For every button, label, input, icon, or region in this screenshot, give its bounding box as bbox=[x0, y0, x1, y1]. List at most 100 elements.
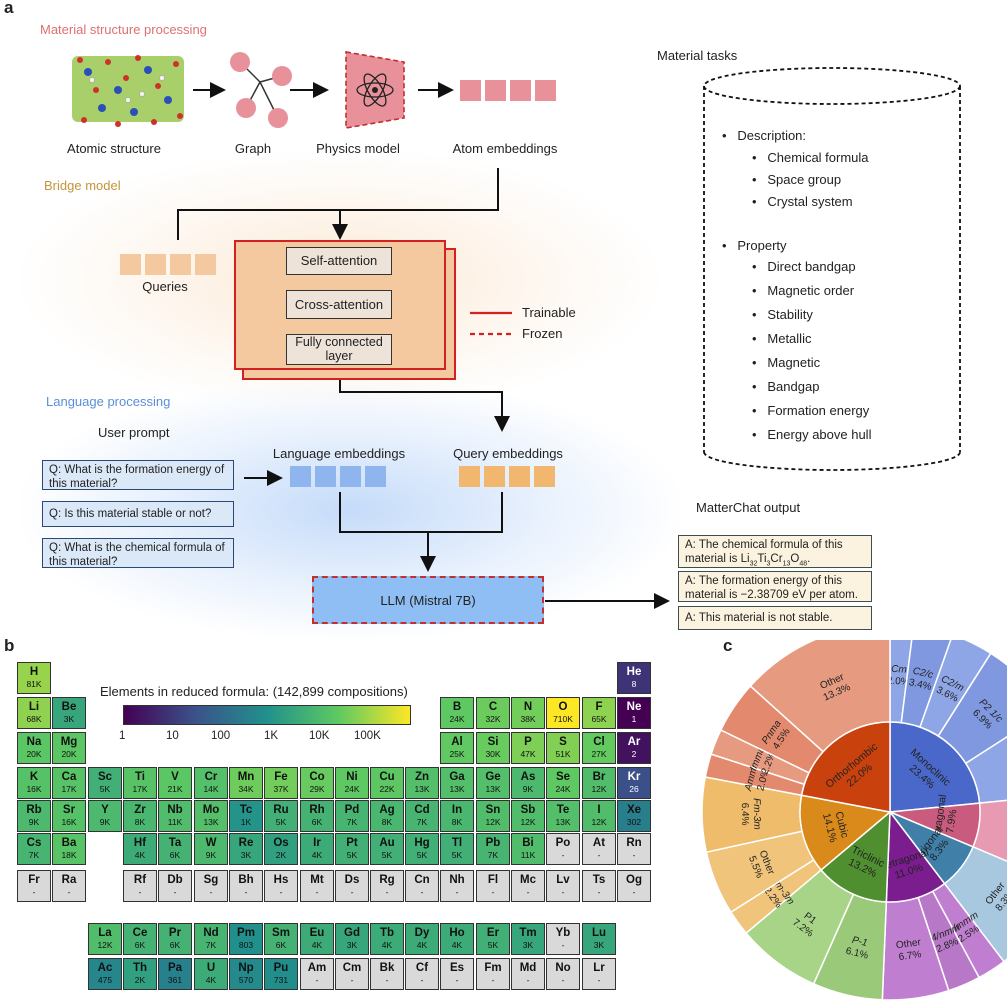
element-count: 361 bbox=[167, 974, 183, 985]
element-count: 11K bbox=[520, 849, 536, 860]
element-count: 14K bbox=[203, 783, 219, 794]
element-symbol: Am bbox=[307, 962, 327, 974]
element-count: 4K bbox=[311, 849, 323, 860]
element-count: - bbox=[597, 849, 601, 860]
task-item-label: Direct bandgap bbox=[767, 259, 856, 274]
element-symbol: Bk bbox=[379, 962, 395, 974]
element-symbol: Pt bbox=[346, 837, 358, 849]
element-count: 803 bbox=[238, 939, 254, 950]
element-count: 12K bbox=[591, 816, 607, 827]
element-symbol: B bbox=[452, 701, 462, 713]
element-cell-ra: Ra- bbox=[52, 870, 86, 902]
task-item: • Space group bbox=[752, 172, 842, 187]
element-symbol: Ge bbox=[485, 771, 501, 783]
element-count: 51K bbox=[555, 748, 571, 759]
element-count: 29K bbox=[309, 783, 325, 794]
element-count: - bbox=[491, 886, 495, 897]
answer-chemical-formula: A: The chemical formula of this material… bbox=[678, 535, 872, 568]
query-embedding-token bbox=[459, 466, 480, 487]
element-count: 1K bbox=[240, 816, 252, 827]
element-cell-rg: Rg- bbox=[370, 870, 404, 902]
element-cell-bh: Bh- bbox=[229, 870, 263, 902]
element-count: 5K bbox=[487, 939, 499, 950]
element-count: 3K bbox=[346, 939, 358, 950]
element-count: - bbox=[597, 886, 601, 897]
element-count: 7K bbox=[416, 816, 428, 827]
element-symbol: Mt bbox=[310, 874, 324, 886]
element-count: 12K bbox=[97, 939, 113, 950]
element-cell-fr: Fr- bbox=[17, 870, 51, 902]
task-item: • Chemical formula bbox=[752, 150, 869, 165]
element-count: 2K bbox=[275, 849, 287, 860]
element-count: 16K bbox=[26, 783, 42, 794]
element-count: 7K bbox=[487, 849, 499, 860]
element-cell-og: Og- bbox=[617, 870, 651, 902]
element-cell-lr: Lr- bbox=[582, 958, 616, 990]
crystal-system-segment bbox=[889, 721, 981, 813]
cross-attention-block: Cross-attention bbox=[286, 290, 392, 319]
space-group-name: C2/c bbox=[912, 666, 935, 681]
element-count: 710K bbox=[553, 713, 573, 724]
space-group-name: Cm bbox=[891, 664, 907, 676]
crystal-system-pct: 7.9% bbox=[944, 809, 959, 834]
element-symbol: Cs bbox=[26, 837, 42, 849]
element-count: 16K bbox=[61, 816, 77, 827]
element-symbol: Ac bbox=[97, 962, 113, 974]
element-symbol: Li bbox=[28, 701, 40, 713]
pipeline-connectors bbox=[177, 82, 670, 609]
element-count: 3K bbox=[593, 939, 605, 950]
element-cell-ts: Ts- bbox=[582, 870, 616, 902]
element-count: 5K bbox=[275, 816, 287, 827]
element-symbol: Cd bbox=[414, 804, 430, 816]
element-symbol: I bbox=[597, 804, 601, 816]
task-item-label: Chemical formula bbox=[767, 150, 869, 165]
space-group-pct: 2.0% bbox=[755, 767, 771, 792]
material-tasks-cylinder bbox=[703, 67, 961, 471]
element-count: - bbox=[597, 974, 601, 985]
element-cell-no: No- bbox=[546, 958, 580, 990]
element-symbol: Ag bbox=[379, 804, 395, 816]
element-symbol: Cu bbox=[379, 771, 395, 783]
element-count: 9K bbox=[205, 849, 217, 860]
element-count: 2K bbox=[134, 974, 146, 985]
element-symbol: Zr bbox=[134, 804, 146, 816]
element-symbol: Bh bbox=[238, 874, 254, 886]
element-cell-mc: Mc- bbox=[511, 870, 545, 902]
element-symbol: Hf bbox=[133, 837, 147, 849]
element-symbol: La bbox=[98, 927, 112, 939]
task-item: • Crystal system bbox=[752, 194, 853, 209]
space-group-name: P-1 bbox=[851, 935, 869, 949]
element-symbol: Db bbox=[167, 874, 183, 886]
element-symbol: Lv bbox=[556, 874, 570, 886]
element-cell-md: Md- bbox=[511, 958, 545, 990]
query-token bbox=[170, 254, 191, 275]
element-symbol: Os bbox=[273, 837, 289, 849]
element-symbol: C bbox=[488, 701, 498, 713]
language-embedding-token bbox=[340, 466, 361, 487]
element-count: 18K bbox=[61, 849, 77, 860]
crystal-system-segment bbox=[820, 810, 891, 903]
element-symbol: Ra bbox=[61, 874, 77, 886]
element-count: 4K bbox=[134, 849, 146, 860]
element-symbol: N bbox=[523, 701, 533, 713]
space-group-name: Other bbox=[895, 937, 922, 951]
element-symbol: Np bbox=[238, 962, 254, 974]
colorbar-tick: 10 bbox=[166, 730, 179, 742]
